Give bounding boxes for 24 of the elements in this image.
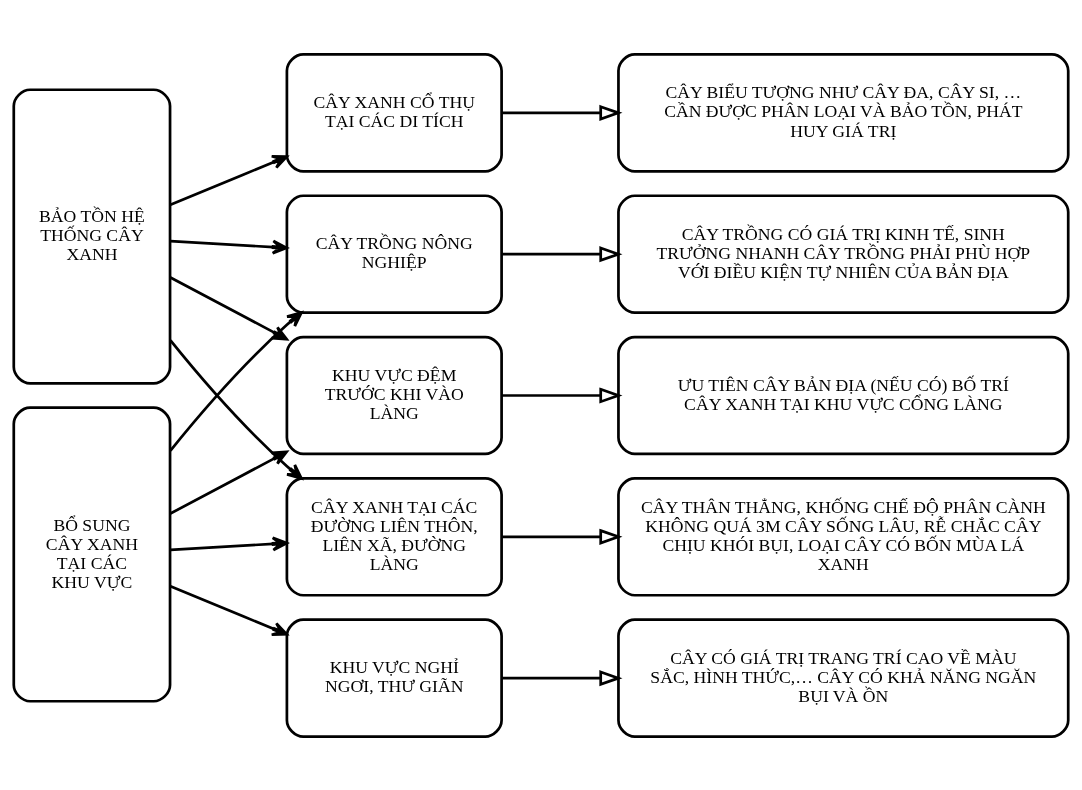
arrow xyxy=(169,450,288,515)
node-box: BỔ SUNG CÂY XANH TẠI CÁC KHU VỰC xyxy=(12,405,172,703)
node-box: CÂY TRỒNG NÔNG NGHIỆP xyxy=(285,193,503,314)
arrow xyxy=(501,669,623,686)
node-box: CÂY TRỒNG CÓ GIÁ TRỊ KINH TẾ, SINH TRƯỞNG NHANH CÂY TRỒNG PHẢI PHÙ HỢP VỚI ĐIỀU KIỆN TỰ NHIÊN CỦA BẢN ĐỊA xyxy=(617,193,1070,314)
node-box: KHU VỰC NGHỈ NGƠI, THƯ GIÃN xyxy=(285,617,503,738)
arrow xyxy=(169,154,288,206)
arrow xyxy=(169,584,288,636)
node-box: CÂY XANH CỔ THỤ TẠI CÁC DI TÍCH xyxy=(285,52,503,173)
arrow xyxy=(501,528,623,545)
arrow xyxy=(501,104,623,121)
arrow xyxy=(501,245,623,262)
arrow xyxy=(170,535,288,551)
node-box: CÂY BIỂU TƯỢNG NHƯ CÂY ĐA, CÂY SI, … CẦN ĐƯỢC PHÂN LOẠI VÀ BẢO TỒN, PHÁT HUY GIÁ TRỊ xyxy=(617,52,1070,173)
node-box: KHU VỰC ĐỆM TRƯỚC KHI VÀO LÀNG xyxy=(285,335,503,455)
node-box: CÂY XANH TẠI CÁC ĐƯỜNG LIÊN THÔN, LIÊN XÃ, ĐƯỜNG LÀNG xyxy=(285,476,503,597)
node-box: CÂY THÂN THẲNG, KHỐNG CHẾ ĐỘ PHÂN CÀNH KHÔNG QUÁ 3M CÂY SỐNG LÂU, RỄ CHẮC CÂY CHỊU KHÓI BỤI, LOẠI CÂY CÓ BỐN MÙA LÁ XANH xyxy=(617,476,1070,597)
arrow xyxy=(170,239,288,255)
arrow xyxy=(169,310,303,451)
arrow xyxy=(169,339,303,480)
node-box: CÂY CÓ GIÁ TRỊ TRANG TRÍ CAO VỀ MÀU SẮC, HÌNH THỨC,… CÂY CÓ KHẢ NĂNG NGĂN BỤI VÀ ỒN xyxy=(617,617,1070,738)
node-box: ƯU TIÊN CÂY BẢN ĐỊA (NẾU CÓ) BỐ TRÍ CÂY XANH TẠI KHU VỰC CỔNG LÀNG xyxy=(617,335,1070,455)
node-box: BẢO TỒN HỆ THỐNG CÂY XANH xyxy=(12,87,172,385)
arrow xyxy=(501,386,623,404)
